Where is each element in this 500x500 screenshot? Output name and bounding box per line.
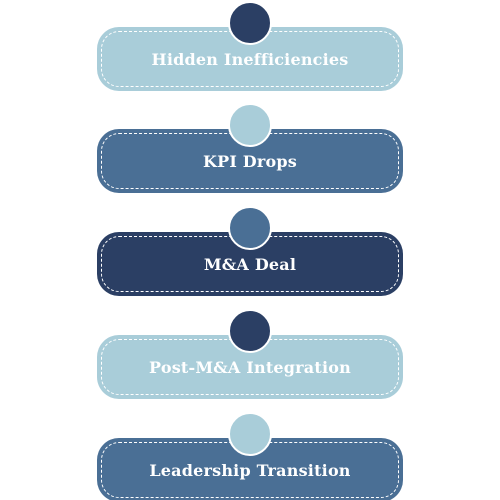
step-label: M&A Deal bbox=[203, 254, 297, 274]
step-label: Hidden Inefficiencies bbox=[151, 49, 349, 69]
step-connector-dot bbox=[228, 206, 272, 250]
step-connector-dot bbox=[228, 412, 272, 456]
step-box-kpi-drops: KPI Drops bbox=[97, 129, 403, 193]
step-label: Post-M&A Integration bbox=[149, 357, 351, 377]
step-connector-dot bbox=[228, 309, 272, 353]
step-label: Leadership Transition bbox=[149, 460, 351, 480]
step-connector-dot bbox=[228, 1, 272, 45]
step-box-post-ma-integration: Post-M&A Integration bbox=[97, 335, 403, 399]
step-connector-dot bbox=[228, 103, 272, 147]
step-label: KPI Drops bbox=[203, 151, 297, 171]
